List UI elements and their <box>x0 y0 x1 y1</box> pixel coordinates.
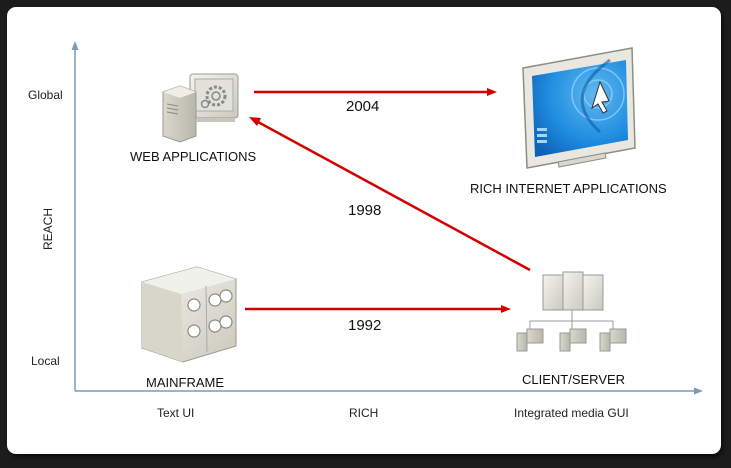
arrow-2004 <box>254 88 497 96</box>
y-axis-arrowhead <box>71 41 79 50</box>
node-label-rich-internet-applications: RICH INTERNET APPLICATIONS <box>470 181 667 196</box>
y-axis <box>71 41 79 391</box>
node-label-client-server: CLIENT/SERVER <box>522 372 626 387</box>
node-label-web-applications: WEB APPLICATIONS <box>130 149 257 164</box>
y-tick-local: Local <box>31 354 60 368</box>
x-axis-label: RICH <box>349 406 379 420</box>
x-axis-arrowhead <box>694 387 703 395</box>
arrow-1998 <box>249 117 531 272</box>
client-server-icon <box>516 271 627 352</box>
x-axis <box>75 387 703 395</box>
arrow-1992 <box>245 305 511 313</box>
web-application-icon <box>162 73 239 143</box>
x-tick-text-ui: Text UI <box>157 406 195 420</box>
mainframe-icon <box>141 266 237 363</box>
year-label-1998: 1998 <box>348 202 382 219</box>
year-label-2004: 2004 <box>346 98 380 115</box>
year-label-1992: 1992 <box>348 317 382 334</box>
x-tick-integrated-media-gui: Integrated media GUI <box>514 406 629 420</box>
y-tick-global: Global <box>28 88 63 102</box>
node-label-mainframe: MAINFRAME <box>146 375 224 390</box>
y-axis-label: REACH <box>41 207 55 251</box>
monitor-cursor-icon <box>522 47 636 169</box>
